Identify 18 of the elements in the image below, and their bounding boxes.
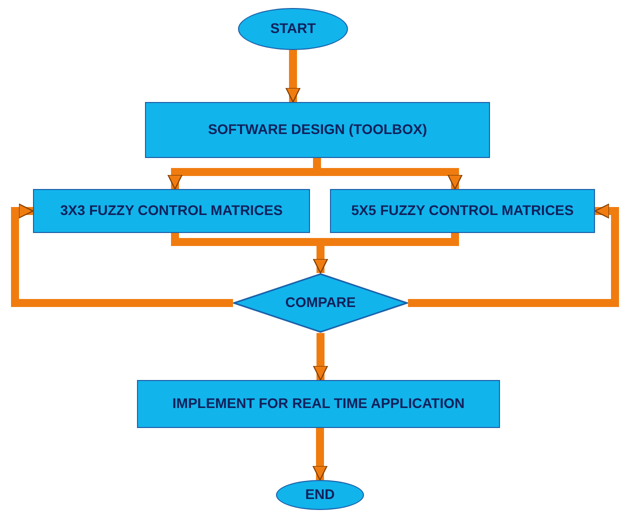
node-label: END [304,486,336,504]
arrow [313,233,459,274]
arrow [312,428,328,480]
node-label: 5X5 FUZZY CONTROL MATRICES [350,202,575,220]
decision-diamond [233,273,408,333]
arrow [286,50,300,102]
arrow [11,204,233,307]
process-box [33,189,310,233]
node-label: IMPLEMENT FOR REAL TIME APPLICATION [171,395,466,413]
process-box [145,102,490,158]
node-label: SOFTWARE DESIGN (TOOLBOX) [206,121,428,139]
arrow [313,333,328,380]
node-label: START [269,20,317,38]
node-label: COMPARE [284,294,357,312]
node-label: 3X3 FUZZY CONTROL MATRICES [59,202,284,220]
process-box [137,380,500,428]
process-box [330,189,595,233]
arrow [408,204,619,307]
